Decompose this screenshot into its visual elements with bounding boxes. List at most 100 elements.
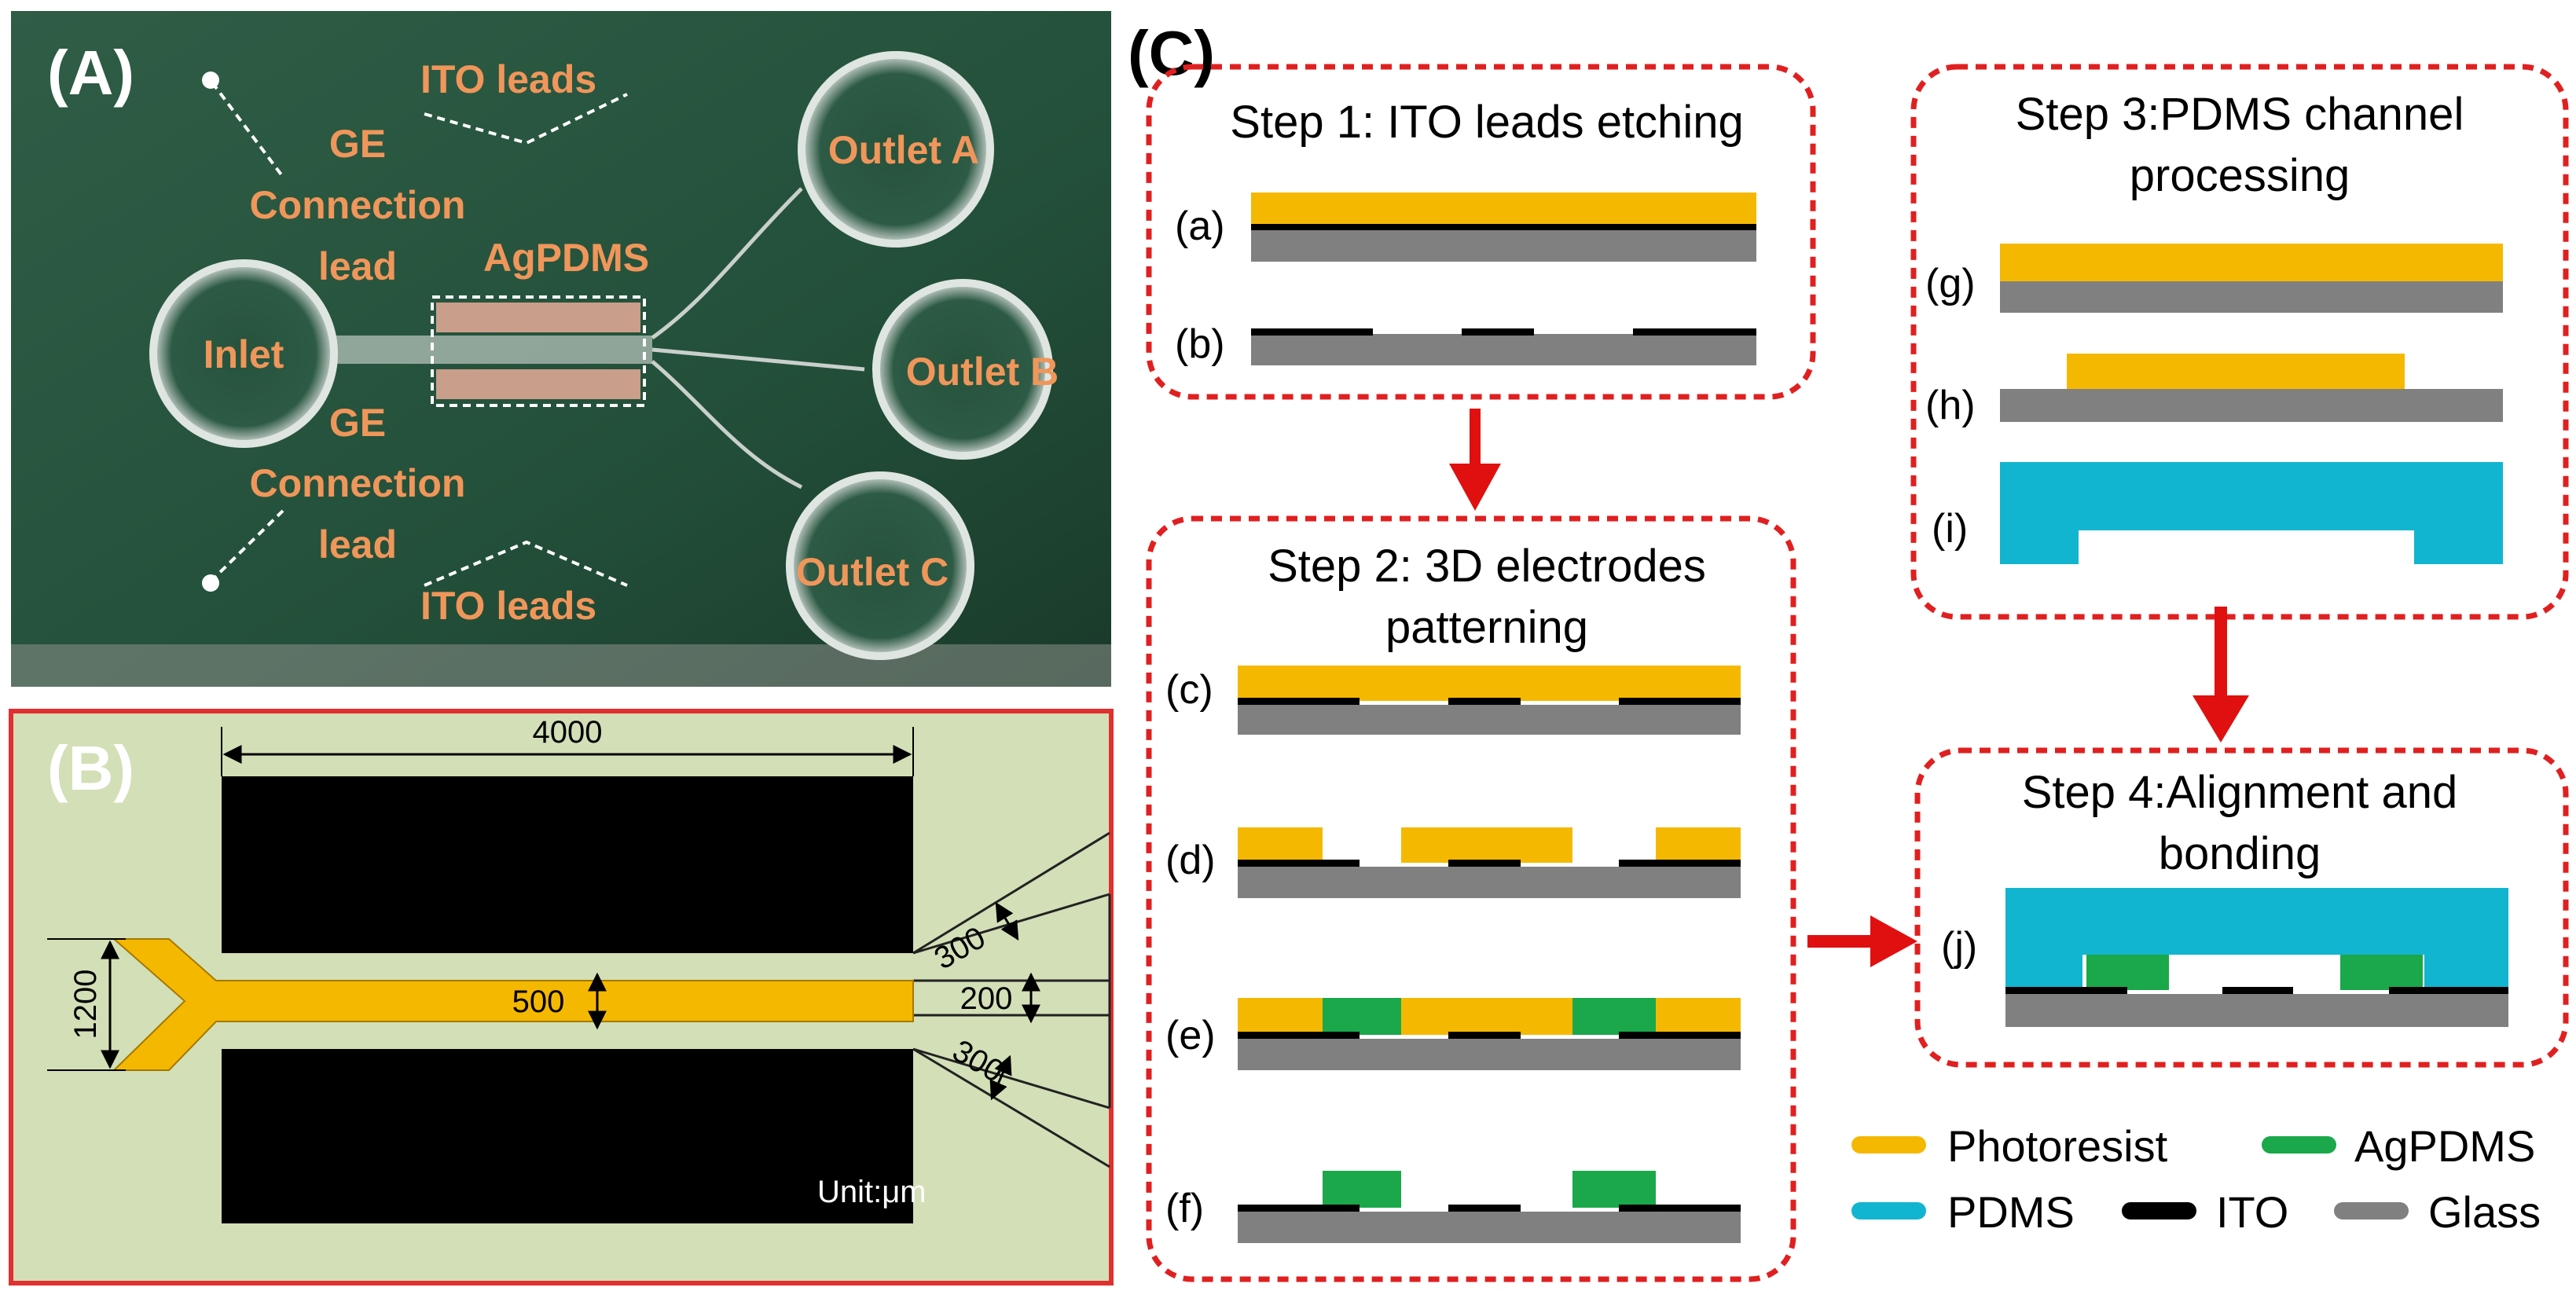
panel-c: (C) Step 1: ITO leads etching (a) (b) St…	[1128, 18, 2569, 1282]
outlet-b-well	[872, 279, 1053, 460]
label-ge-top-2: Connection	[250, 183, 466, 227]
d-pr-2	[1401, 827, 1572, 863]
step1-title: Step 1: ITO leads etching	[1230, 97, 1743, 148]
c-ito-2	[1448, 698, 1521, 705]
arrow-step1-to-step2	[1449, 409, 1501, 511]
b-ito-1	[1251, 328, 1373, 336]
g-photoresist	[2000, 244, 2503, 281]
a-ito	[1251, 224, 1756, 230]
c-glass	[1238, 705, 1741, 735]
label-e: (e)	[1165, 1013, 1216, 1058]
legend-swatch-agpdms	[2262, 1136, 2336, 1153]
label-d: (d)	[1165, 838, 1216, 883]
label-b: (b)	[1175, 321, 1225, 367]
label-outlet-c: Outlet C	[796, 550, 949, 594]
f-ito-1	[1238, 1205, 1360, 1212]
b-glass	[1251, 334, 1756, 365]
d-pr-3	[1656, 827, 1741, 863]
f-agpdms-2	[1572, 1171, 1656, 1208]
legend-label-agpdms: AgPDMS	[2354, 1121, 2535, 1171]
label-ge-bottom-3: lead	[318, 523, 397, 567]
d-ito-3	[1619, 860, 1741, 867]
b-ito-3	[1633, 328, 1756, 336]
d-pr-1	[1238, 827, 1323, 863]
step4-title-2: bonding	[2159, 828, 2321, 879]
label-inlet: Inlet	[204, 332, 284, 376]
f-ito-3	[1619, 1205, 1741, 1212]
e-ito-2	[1448, 1032, 1521, 1039]
ge-bottom-dot	[202, 574, 219, 592]
legend-label-pdms: PDMS	[1947, 1187, 2075, 1237]
panel-a-letter: (A)	[47, 38, 134, 108]
label-ge-bottom-2: Connection	[250, 461, 466, 505]
step2-box	[1146, 515, 1796, 1282]
dim-inlet-label: 1200	[68, 970, 103, 1040]
outlet-a-well	[798, 51, 994, 248]
ge-top-dot	[202, 72, 219, 89]
j-agpdms-1	[2086, 955, 2169, 990]
channel-shape	[112, 938, 914, 1071]
label-ito-top: ITO leads	[420, 57, 596, 101]
c-ito-3	[1619, 698, 1741, 705]
e-glass	[1238, 1039, 1741, 1070]
step3-box	[1910, 64, 2569, 620]
legend-swatch-ito	[2122, 1202, 2196, 1219]
j-pdms	[2005, 888, 2508, 988]
dim-channel-label: 500	[512, 985, 565, 1019]
a-photoresist	[1251, 193, 1756, 224]
h-photoresist	[2067, 354, 2405, 389]
legend-swatch-pdms	[1851, 1202, 1926, 1219]
step3-title-1: Step 3:PDMS channel	[2016, 89, 2464, 140]
e-photoresist	[1238, 998, 1741, 1035]
legend: Photoresist AgPDMS PDMS ITO Glass	[1851, 1121, 2541, 1237]
step2-title-1: Step 2: 3D electrodes	[1268, 541, 1706, 592]
step4-box	[1914, 747, 2569, 1068]
ito-bottom-pointer	[424, 540, 628, 587]
label-j: (j)	[1941, 924, 1977, 970]
panel-b-letter: (B)	[47, 733, 134, 803]
e-agpdms-2	[1572, 998, 1656, 1035]
label-ito-bottom: ITO leads	[420, 584, 596, 628]
c-photoresist	[1238, 666, 1741, 701]
d-ito-2	[1448, 860, 1521, 867]
d-ito-1	[1238, 860, 1360, 867]
e-ito-3	[1619, 1032, 1741, 1039]
j-ito-3	[2389, 987, 2508, 994]
label-ge-bottom-1: GE	[329, 401, 386, 445]
f-agpdms-1	[1323, 1171, 1401, 1208]
label-h: (h)	[1925, 383, 1976, 428]
j-ito-2	[2222, 987, 2293, 994]
outlet-c-well	[786, 471, 974, 660]
b-ito-2	[1462, 328, 1534, 336]
a-glass	[1251, 230, 1756, 262]
f-glass	[1238, 1212, 1741, 1243]
h-glass	[2000, 389, 2503, 422]
e-ito-1	[1238, 1032, 1360, 1039]
inlet-well	[149, 259, 338, 448]
outlet-branches	[912, 831, 1111, 1168]
ito-top-pointer	[424, 93, 628, 145]
f-ito-2	[1448, 1205, 1521, 1212]
step2-title-2: patterning	[1385, 602, 1588, 653]
g-glass	[2000, 281, 2503, 313]
ge-top-pointer	[211, 81, 284, 178]
legend-swatch-photoresist	[1851, 1136, 1926, 1153]
j-glass	[2005, 994, 2508, 1027]
channel-to-outlet-a	[651, 187, 803, 340]
label-c: (c)	[1165, 667, 1213, 713]
ge-bottom-pointer	[209, 509, 284, 583]
e-agpdms-1	[1323, 998, 1401, 1035]
arrow-step2-to-step4	[1807, 915, 1917, 967]
label-i: (i)	[1932, 506, 1968, 552]
legend-swatch-glass	[2334, 1202, 2409, 1219]
arrow-step3-to-step4	[2193, 607, 2249, 743]
dim-middle-label: 200	[960, 981, 1013, 1016]
label-f: (f)	[1165, 1186, 1204, 1231]
dim-branch-top-line	[995, 901, 1019, 941]
panel-b: (B) 4000 1200 500 200 300	[9, 709, 1114, 1285]
step4-title-1: Step 4:Alignment and	[2022, 767, 2458, 818]
step3-title-2: processing	[2130, 150, 2350, 201]
label-outlet-b: Outlet B	[906, 350, 1059, 394]
d-glass	[1238, 867, 1741, 898]
